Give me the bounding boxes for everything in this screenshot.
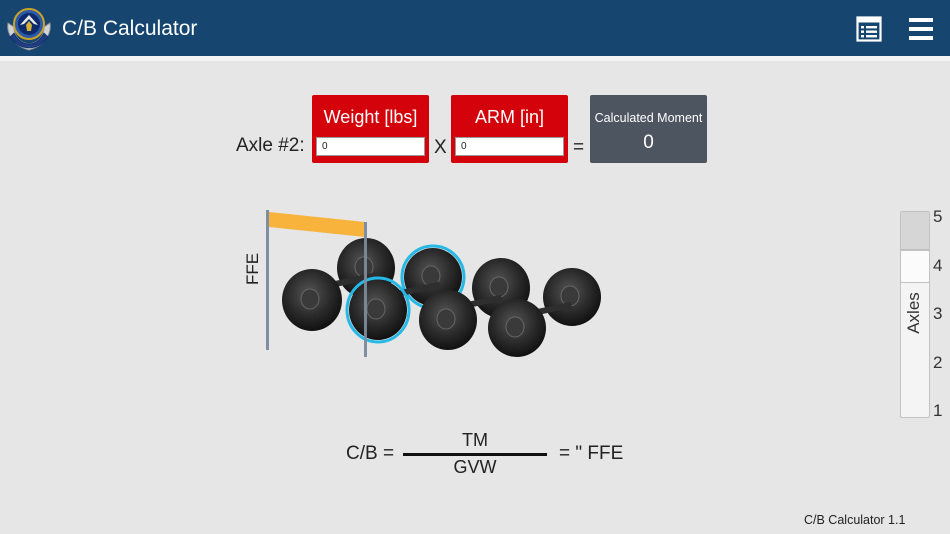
- axle-count-slider[interactable]: [900, 211, 930, 418]
- ffe-bar: [269, 212, 365, 237]
- formula-result: = " FFE: [559, 443, 624, 464]
- axle-tick-2: 2: [933, 353, 943, 372]
- multiply-symbol: X: [434, 137, 447, 158]
- axle-tick-4: 4: [933, 256, 943, 275]
- axle-3-front-wheel: [419, 290, 477, 350]
- weight-input[interactable]: [316, 137, 425, 156]
- app-version: C/B Calculator 1.1: [804, 513, 906, 527]
- app-header: [0, 0, 950, 56]
- equals-symbol: =: [573, 137, 585, 158]
- weight-title: Weight [lbs]: [323, 107, 418, 127]
- slider-track-upper: [901, 212, 929, 250]
- formula-denominator: GVW: [453, 457, 497, 477]
- list-view-icon[interactable]: [856, 16, 882, 42]
- arm-title: ARM [in]: [474, 107, 544, 127]
- app-title: C/B Calculator: [62, 17, 198, 40]
- formula-fraction-line: [403, 453, 547, 456]
- axle-2-front-wheel-selected: [345, 276, 411, 344]
- svg-text:· · · · ·: · · · · ·: [25, 45, 34, 49]
- app-logo-emblem: · · · · ·: [7, 8, 51, 51]
- axle-1-front-wheel: [282, 269, 342, 331]
- axle-number-label: Axle #2:: [236, 135, 305, 156]
- hamburger-menu-icon[interactable]: [909, 18, 933, 40]
- arm-input[interactable]: [455, 137, 564, 156]
- axle-tick-1: 1: [933, 401, 943, 420]
- formula-numerator: TM: [462, 430, 488, 450]
- header-divider: [0, 56, 950, 61]
- axles-slider-label: Axles: [903, 292, 923, 334]
- axle-4-front-wheel: [488, 299, 546, 357]
- calculated-moment-title: Calculated Moment: [594, 111, 703, 125]
- axle-tick-3: 3: [933, 304, 943, 323]
- ffe-line-left: [266, 210, 269, 350]
- axle-tick-5: 5: [933, 207, 943, 226]
- slider-thumb[interactable]: [900, 250, 930, 283]
- calculated-moment-value: 0: [643, 132, 654, 153]
- calculated-moment-box: Calculated Moment 0: [590, 95, 707, 163]
- vehicle-axle-diagram: [266, 210, 601, 357]
- axle-4-rear-wheel: [543, 268, 601, 326]
- arm-box: ARM [in]: [451, 95, 568, 163]
- weight-box: Weight [lbs]: [312, 95, 429, 163]
- formula-cb-label: C/B =: [346, 443, 395, 464]
